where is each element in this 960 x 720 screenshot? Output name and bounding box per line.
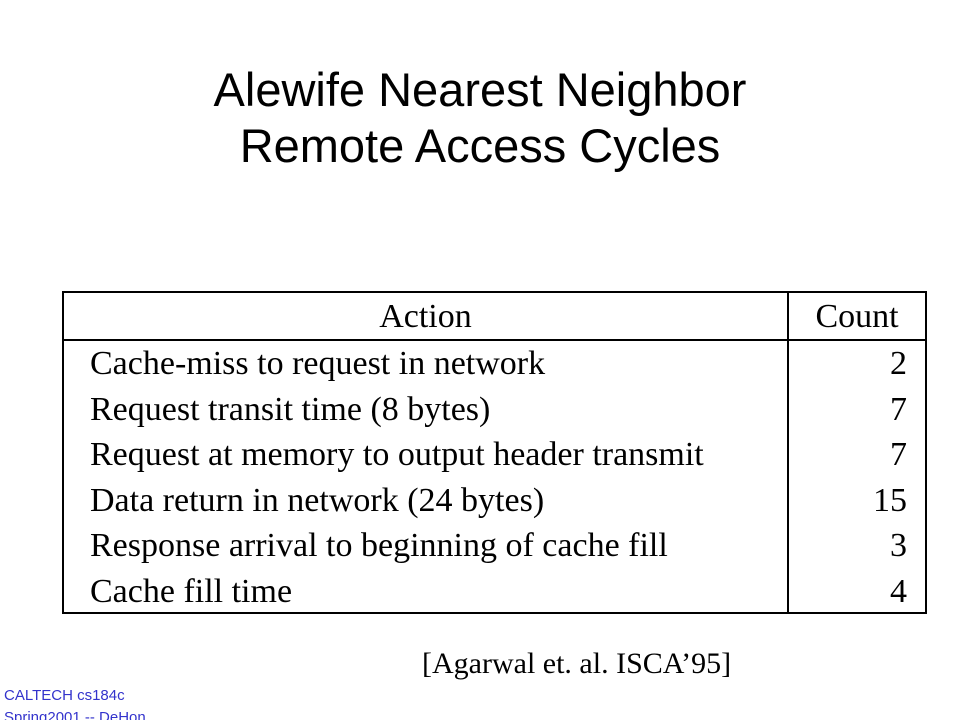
slide-title: Alewife Nearest Neighbor Remote Access C…	[0, 62, 960, 174]
footer-course: CALTECH cs184c	[4, 687, 125, 704]
table-row: Data return in network (24 bytes) 15	[64, 478, 925, 524]
table-row: Cache-miss to request in network 2	[64, 341, 925, 387]
row-action: Request transit time (8 bytes)	[90, 390, 491, 428]
slide-footer: CALTECH cs184c Spring2001 -- DeHon	[4, 685, 204, 720]
row-action: Data return in network (24 bytes)	[90, 481, 545, 519]
row-count: 15	[873, 481, 907, 519]
header-count: Count	[815, 298, 899, 335]
row-count: 4	[890, 572, 907, 610]
table-row: Request transit time (8 bytes) 7	[64, 387, 925, 433]
table-body: Cache-miss to request in network 2 Reque…	[64, 341, 925, 614]
slide-title-line-1: Alewife Nearest Neighbor	[213, 63, 747, 116]
table-row: Response arrival to beginning of cache f…	[64, 523, 925, 569]
remote-access-cycles-table: Action Count Cache-miss to request in ne…	[62, 291, 927, 614]
column-divider	[787, 293, 789, 612]
row-count: 2	[890, 345, 907, 382]
header-rule	[64, 339, 925, 341]
footer-term: Spring2001 -- DeHon	[4, 709, 146, 720]
row-action: Cache fill time	[90, 572, 293, 610]
citation: [Agarwal et. al. ISCA’95]	[422, 647, 732, 680]
row-action: Request at memory to output header trans…	[90, 436, 704, 473]
row-count: 3	[890, 527, 907, 564]
slide-title-line-2: Remote Access Cycles	[239, 119, 721, 172]
row-action: Response arrival to beginning of cache f…	[90, 527, 668, 564]
header-action: Action	[379, 298, 472, 335]
table-row: Cache fill time 4	[64, 569, 925, 615]
row-action: Cache-miss to request in network	[90, 345, 546, 382]
row-count: 7	[890, 390, 907, 428]
row-count: 7	[890, 436, 907, 473]
table-row: Request at memory to output header trans…	[64, 432, 925, 478]
